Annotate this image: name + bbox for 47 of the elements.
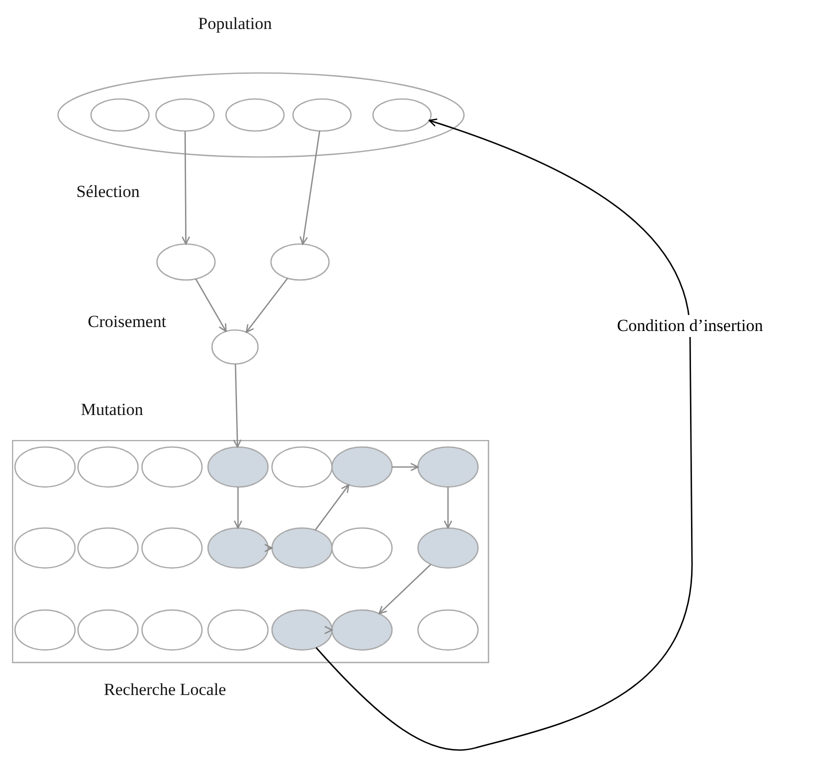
arrow bbox=[246, 278, 288, 333]
ellipse-node bbox=[291, 97, 353, 133]
step-label: Sélection bbox=[76, 182, 140, 202]
ellipse-node bbox=[13, 526, 77, 570]
ellipse-node bbox=[206, 526, 270, 570]
group-heading: Recherche Locale bbox=[104, 680, 226, 700]
arrow bbox=[300, 130, 320, 245]
ellipse-node bbox=[416, 445, 480, 489]
ellipse-node bbox=[206, 608, 270, 652]
arrow bbox=[316, 118, 693, 751]
ellipse-node bbox=[330, 526, 394, 570]
arrow bbox=[182, 131, 190, 245]
arrow bbox=[233, 364, 242, 448]
group-heading: Population bbox=[198, 14, 272, 34]
ellipse-node bbox=[270, 445, 334, 489]
ellipse-node bbox=[154, 97, 216, 133]
ellipse-node bbox=[416, 608, 480, 652]
ellipse-node bbox=[210, 328, 260, 366]
arrow bbox=[314, 484, 350, 530]
step-label: Croisement bbox=[88, 312, 166, 332]
ellipse-node bbox=[13, 445, 77, 489]
arrow bbox=[444, 487, 452, 529]
ellipse-node bbox=[13, 608, 77, 652]
ellipse-node bbox=[76, 608, 140, 652]
arrow bbox=[264, 544, 273, 552]
ellipse-node bbox=[76, 526, 140, 570]
ellipse-node bbox=[89, 97, 151, 133]
ellipse-node bbox=[76, 445, 140, 489]
ellipse-node bbox=[155, 242, 217, 282]
ellipse-node bbox=[269, 242, 331, 282]
ellipse-node bbox=[371, 97, 433, 133]
ellipse-node bbox=[140, 608, 204, 652]
ellipse-node bbox=[224, 97, 286, 133]
ellipse-node bbox=[140, 445, 204, 489]
ellipse-node bbox=[270, 526, 334, 570]
arrow bbox=[195, 278, 227, 332]
arrow bbox=[392, 462, 419, 472]
arrow bbox=[324, 626, 333, 634]
ellipse-node bbox=[140, 526, 204, 570]
step-label: Mutation bbox=[80, 400, 144, 420]
ellipse-node bbox=[330, 608, 394, 652]
arrow bbox=[378, 564, 432, 614]
ellipse-node bbox=[206, 445, 270, 489]
ellipse-node bbox=[416, 526, 480, 570]
ellipse-node bbox=[330, 445, 394, 489]
ellipse-node bbox=[270, 608, 334, 652]
arrow bbox=[234, 487, 242, 529]
